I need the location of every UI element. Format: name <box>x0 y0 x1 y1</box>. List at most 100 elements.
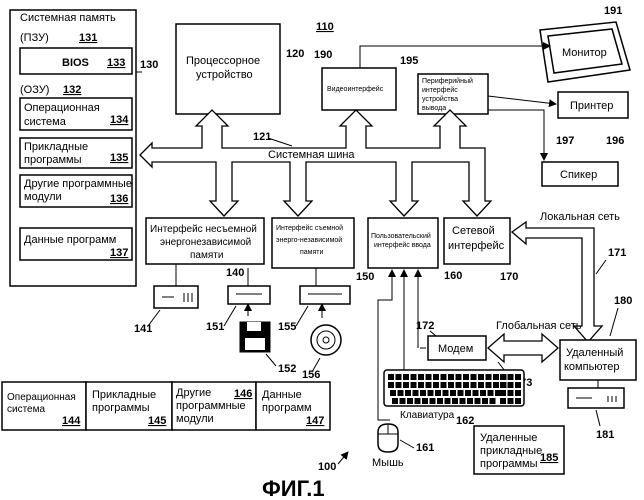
keyboard-key <box>456 382 462 388</box>
keyboard-key <box>396 382 402 388</box>
keyboard-key <box>388 374 394 380</box>
periph-to-speaker-line <box>488 110 544 160</box>
keyboard-numpad-key <box>508 374 514 380</box>
periph-line3: устройства <box>422 95 458 103</box>
keyboard-numpad-key <box>500 374 506 380</box>
floppy-disk-label <box>245 338 265 350</box>
printer-label: Принтер <box>570 100 613 112</box>
keyboard-key <box>482 398 488 404</box>
remote-leader <box>610 308 618 336</box>
keyboard-key <box>403 374 409 380</box>
video-ref: 190 <box>314 49 332 61</box>
os-line2: система <box>24 116 67 128</box>
keyboard-key <box>460 398 466 404</box>
removable-to-drives-lines <box>248 268 316 286</box>
keyboard-numpad-key <box>515 398 521 404</box>
remote-disk-ref: 181 <box>596 429 614 441</box>
keyboard-numpad-key <box>508 382 514 388</box>
video-interface-block: Видеоинтерфейс 190 <box>314 49 396 110</box>
cpu-ref: 120 <box>286 48 304 60</box>
overall-ref-arrow <box>338 452 348 464</box>
keyboard-key <box>493 382 499 388</box>
os-ref: 134 <box>110 114 129 126</box>
keyboard-key <box>388 382 394 388</box>
keyboard-key <box>490 398 496 404</box>
removable-ref: 150 <box>356 271 374 283</box>
ram-ref: 132 <box>63 84 81 96</box>
mouse-ref: 161 <box>416 442 434 454</box>
modem-block: Модем 172 <box>416 320 486 360</box>
keyboard-key <box>398 390 404 396</box>
modules-line2: модули <box>24 191 62 203</box>
user-input-ref: 160 <box>444 270 462 282</box>
apps-line2: программы <box>24 154 82 166</box>
wan-arrow <box>488 334 558 362</box>
stored-os-ref: 144 <box>62 415 81 427</box>
hard-disk: 141 <box>134 286 198 335</box>
monitor-label: Монитор <box>562 47 607 59</box>
keyboard-key <box>441 382 447 388</box>
rom-ref: 131 <box>79 32 97 44</box>
system-bus: Системная шина 121 <box>140 110 491 216</box>
keyboard-numpad-key <box>500 390 506 396</box>
keyboard-key <box>445 398 451 404</box>
nonremovable-interface-block: Интерфейс несъемной энергонезависимой па… <box>146 218 264 279</box>
stored-modules-line1: Другие <box>176 387 211 399</box>
keyboard-key <box>486 374 492 380</box>
keyboard-key <box>471 374 477 380</box>
keyboard-label: Клавиатура <box>400 410 455 421</box>
network-line1: Сетевой <box>452 225 495 237</box>
remote-ref: 180 <box>614 295 632 307</box>
keyboard-key <box>405 390 411 396</box>
remote-box <box>560 340 636 380</box>
stored-programs-row: Операционная система 144 Прикладные прог… <box>2 382 330 430</box>
remote-apps-line2: прикладные <box>480 445 542 457</box>
apps-ref: 135 <box>110 152 128 164</box>
hdd-leader <box>148 310 160 326</box>
remote-apps-line1: Удаленные <box>480 432 537 444</box>
cd-drive: 155 <box>278 286 350 333</box>
stored-apps-line1: Прикладные <box>92 389 156 401</box>
removable-interface-block: Интерфейс съемной энерго-независимой пам… <box>272 218 374 283</box>
remote-line2: компьютер <box>564 361 619 373</box>
keyboard-key <box>422 398 428 404</box>
keyboard-key <box>415 398 421 404</box>
keyboard-numpad-key <box>515 390 521 396</box>
monitor: Монитор 191 <box>540 5 630 82</box>
cpu-line1: Процессорное <box>186 55 260 67</box>
peripheral-interface-block: Периферийный интерфейс устройства вывода… <box>400 55 488 114</box>
system-memory-block: Системная память 130 (ПЗУ) 131 BIOS 133 … <box>10 10 158 286</box>
keyboard-key <box>493 374 499 380</box>
keyboard-key <box>486 382 492 388</box>
remote-computer: Удаленный компьютер 180 <box>560 295 636 380</box>
hdd-ref: 141 <box>134 323 152 335</box>
stored-modules-line3: модули <box>176 413 214 425</box>
keyboard-key <box>426 382 432 388</box>
user-input-line2: интерфейс ввода <box>374 241 431 249</box>
keyboard-key <box>488 390 494 396</box>
monitor-ref: 191 <box>604 5 622 17</box>
remote-disk: 181 <box>568 388 624 441</box>
figure-caption: ФИГ.1 <box>262 476 325 500</box>
keyboard-numpad-key <box>515 382 521 388</box>
keyboard-numpad-key <box>508 398 514 404</box>
disc-ref: 156 <box>302 369 320 381</box>
keyboard-key <box>392 398 398 404</box>
modem-ref: 172 <box>416 320 434 332</box>
mouse-leader <box>400 440 414 448</box>
system-memory-ref: 130 <box>140 59 158 71</box>
keyboard-key <box>448 374 454 380</box>
floppy-disk-leader <box>266 354 276 366</box>
disc-hole <box>323 337 329 343</box>
data-ref: 137 <box>110 247 128 259</box>
nonremovable-ref: 140 <box>226 267 244 279</box>
keyboard-key <box>407 398 413 404</box>
rom-label: (ПЗУ) <box>20 32 49 44</box>
system-bus-ref: 121 <box>253 131 271 143</box>
keyboard-key <box>471 382 477 388</box>
keyboard-key <box>437 398 443 404</box>
keyboard-numpad-key <box>508 390 514 396</box>
keyboard-key <box>403 382 409 388</box>
stored-data-line1: Данные <box>262 389 302 401</box>
